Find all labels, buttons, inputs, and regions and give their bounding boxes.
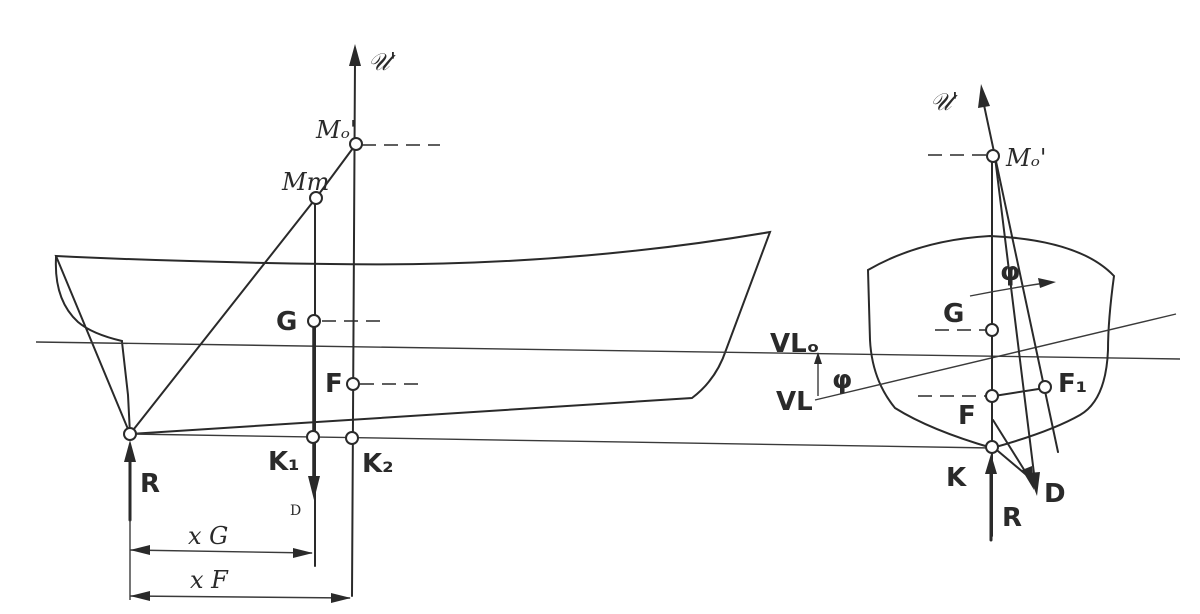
line-mt-to-m0 <box>315 143 357 199</box>
dim-xg-arrow-right-icon <box>293 548 313 558</box>
label-g-side: G <box>276 307 297 337</box>
heel-arc-side-up-icon <box>814 352 822 364</box>
point-g <box>307 314 321 328</box>
line-m0-to-d <box>994 156 1037 491</box>
label-f1: F₁ <box>1058 369 1087 399</box>
waterline-side <box>35 341 1181 360</box>
label-axis-u-side: 𝒰' <box>368 48 396 76</box>
label-axis-u-section: 𝒰' <box>930 88 958 116</box>
label-phi-top: φ <box>1000 257 1020 287</box>
heel-arc-arrow-icon <box>1038 278 1056 288</box>
side-view: 𝒰' Mₒ' Mт G F R K₁ K₂ D x G x F <box>35 44 1181 603</box>
label-m0-section: Mₒ' <box>1005 144 1046 172</box>
label-xf: x F <box>190 566 229 594</box>
label-d-section: D <box>1044 479 1066 509</box>
hull-profile <box>54 230 772 436</box>
label-mt: Mт <box>281 168 329 196</box>
label-xg: x G <box>188 522 228 550</box>
label-k2: K₂ <box>362 449 394 479</box>
label-m0-side: Mₒ' <box>315 116 356 144</box>
dim-xf-line <box>129 595 351 599</box>
dim-xg-line <box>129 549 313 554</box>
label-phi-side: φ <box>832 365 852 395</box>
point-r <box>123 427 137 441</box>
point-k2 <box>345 431 359 445</box>
label-d-side: D <box>290 503 301 519</box>
label-k-section: K <box>946 463 967 493</box>
point-k <box>985 440 999 454</box>
displacement-arrow-icon <box>308 476 320 500</box>
point-m0-section <box>986 149 1000 163</box>
reaction-tilted-arrow-icon <box>1022 466 1034 490</box>
label-r-section: R <box>1002 503 1022 533</box>
line-r-to-mt <box>129 197 317 435</box>
point-f <box>346 377 360 391</box>
section-view: 𝒰' Mₒ' φ G VLₒ φ VL F F₁ K R D <box>770 84 1177 542</box>
line-f-to-f1 <box>993 387 1046 397</box>
dim-xg-arrow-left-icon <box>130 545 150 555</box>
point-f-section <box>985 389 999 403</box>
axis-u-side-arrow-icon <box>349 44 361 66</box>
waterline-heeled <box>814 313 1177 401</box>
reaction-arrow-icon <box>124 440 136 462</box>
label-vl: VL <box>776 387 813 417</box>
label-f-side: F <box>325 369 343 399</box>
label-r-side: R <box>140 469 160 499</box>
label-f-section: F <box>958 401 976 431</box>
dim-xf-arrow-right-icon <box>331 593 351 603</box>
label-g-section: G <box>943 299 964 329</box>
label-k1: K₁ <box>268 447 300 477</box>
label-vl0: VLₒ <box>770 329 819 359</box>
point-g-section <box>985 323 999 337</box>
keel-line <box>129 433 993 449</box>
point-mt <box>309 191 323 205</box>
k-reaction-arrow-icon <box>985 454 997 474</box>
point-m0 <box>349 137 363 151</box>
dim-xf-arrow-left-icon <box>130 591 150 601</box>
point-f1 <box>1038 380 1052 394</box>
axis-u-tilted-arrow-icon <box>978 84 990 108</box>
point-k1 <box>306 430 320 444</box>
hull-section <box>866 234 1116 450</box>
